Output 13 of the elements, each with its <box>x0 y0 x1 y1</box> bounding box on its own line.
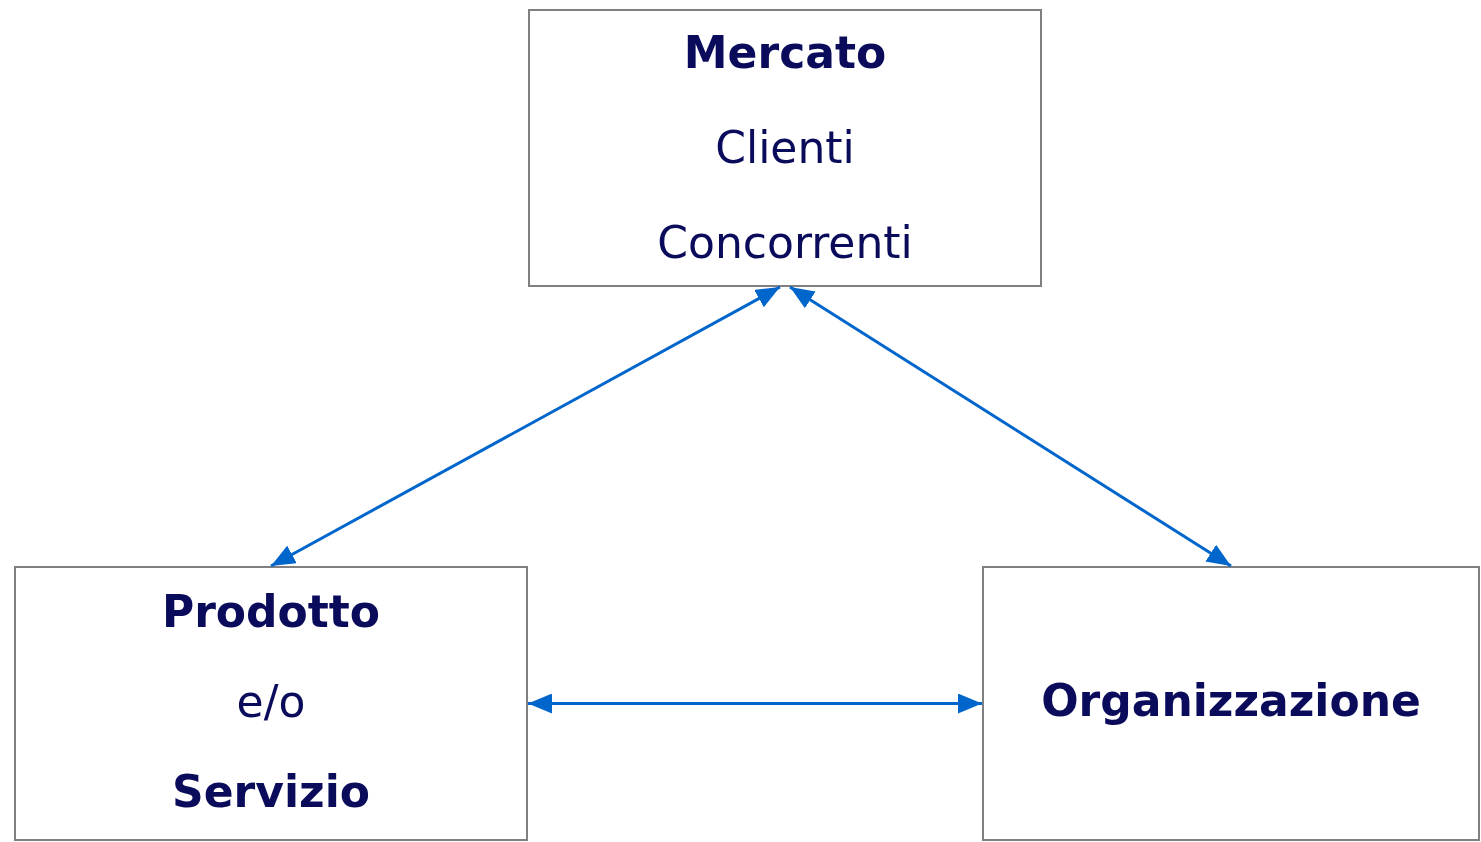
box-text: e/o <box>236 675 306 729</box>
process-box <box>14 566 528 841</box>
box-title: Prodotto <box>161 585 381 639</box>
box-text: Concorrenti <box>657 216 913 270</box>
double-arrow <box>270 285 781 568</box>
box-text: Clienti <box>715 121 855 175</box>
process-box <box>982 566 1480 841</box>
process-box <box>528 9 1042 287</box>
double-arrow <box>528 693 982 714</box>
box-text: Servizio <box>172 765 370 819</box>
box-title: Mercato <box>683 26 887 80</box>
double-arrow <box>789 285 1232 568</box>
box-title: Organizzazione <box>1041 673 1421 728</box>
